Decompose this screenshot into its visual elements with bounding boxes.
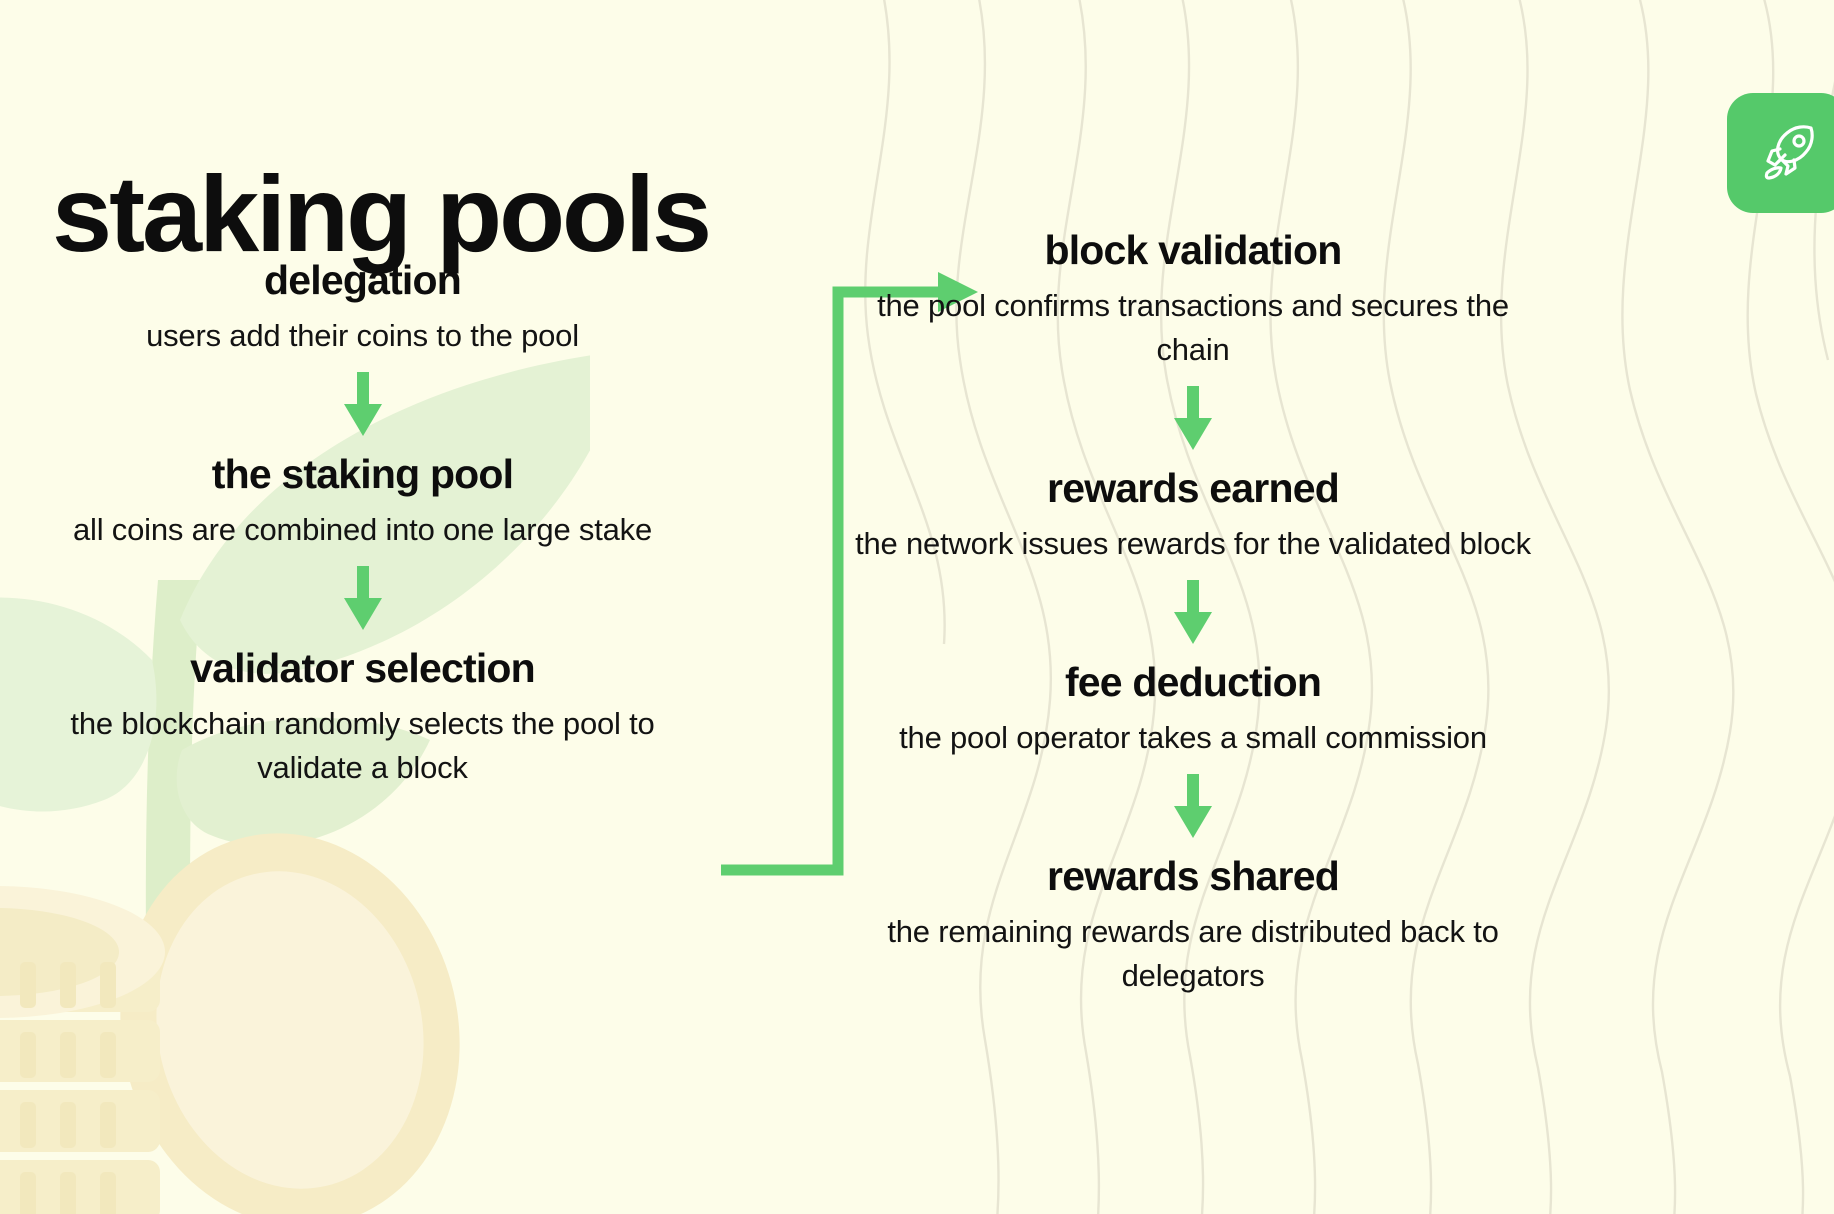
step-description: all coins are combined into one large st… — [72, 511, 653, 547]
brand-badge[interactable] — [1727, 93, 1834, 213]
step-rewards-shared: rewards shared the remaining rewards are… — [843, 852, 1543, 998]
step-title: block validation — [1044, 227, 1342, 273]
step-title: the staking pool — [211, 450, 514, 497]
arrow-down-icon — [30, 565, 695, 632]
step-title: validator selection — [190, 644, 536, 691]
step-description: the remaining rewards are distributed ba… — [887, 913, 1499, 993]
step-delegation: delegation users add their coins to the … — [30, 257, 695, 358]
step-block-validation: block validation the pool confirms trans… — [843, 227, 1543, 372]
step-title: rewards earned — [1047, 464, 1340, 511]
arrow-down-icon — [30, 371, 695, 438]
step-description: the blockchain randomly selects the pool… — [70, 705, 655, 785]
arrow-down-icon — [843, 773, 1543, 840]
step-fee-deduction: fee deduction the pool operator takes a … — [843, 658, 1543, 760]
page-title: staking pools — [52, 153, 712, 275]
step-the-staking-pool: the staking pool all coins are combined … — [30, 450, 695, 552]
step-title: rewards shared — [1047, 852, 1340, 899]
rocket-icon — [1755, 121, 1819, 185]
step-title: fee deduction — [1064, 658, 1322, 705]
step-rewards-earned: rewards earned the network issues reward… — [843, 464, 1543, 566]
step-description: the network issues rewards for the valid… — [855, 525, 1531, 561]
right-flow-column: block validation the pool confirms trans… — [843, 227, 1543, 998]
step-validator-selection: validator selection the blockchain rando… — [30, 644, 695, 790]
step-description: users add their coins to the pool — [146, 317, 579, 353]
left-flow-column: delegation users add their coins to the … — [30, 257, 695, 790]
step-description: the pool operator takes a small commissi… — [899, 719, 1487, 755]
step-title: delegation — [263, 257, 462, 303]
arrow-down-icon — [843, 579, 1543, 646]
step-description: the pool confirms transactions and secur… — [877, 287, 1509, 367]
arrow-down-icon — [843, 385, 1543, 452]
